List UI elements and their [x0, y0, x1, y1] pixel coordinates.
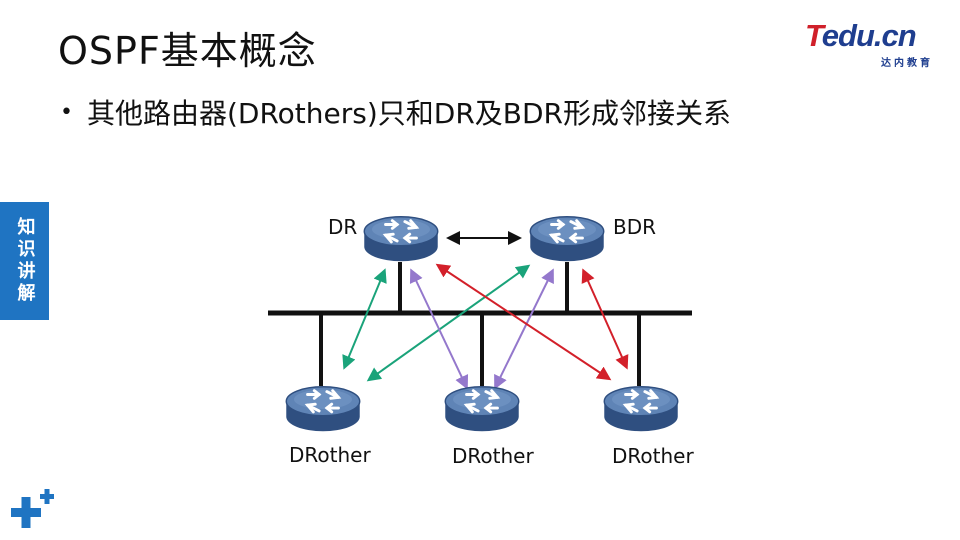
label-dr: DR	[328, 215, 357, 239]
side-tab-label: 知识讲解	[14, 217, 36, 305]
router-dr	[362, 215, 440, 263]
bullet-dot-icon: •	[60, 99, 73, 125]
slide-title: OSPF基本概念	[58, 29, 317, 73]
router-icon	[284, 385, 362, 433]
adjacency-bdr-drother1	[366, 264, 531, 382]
logo-subtitle: 达内教育	[881, 58, 933, 69]
adjacency-dr-drother1	[342, 268, 387, 370]
logo-brand: Tedu.cn	[805, 18, 917, 53]
side-tab: 知识讲解	[0, 202, 49, 320]
router-icon	[528, 215, 606, 263]
router-icon	[443, 385, 521, 433]
label-drother-3: DRother	[612, 444, 694, 468]
adjacency-bdr-drother2	[494, 268, 554, 390]
router-drother-3	[602, 385, 680, 433]
tedu-logo: Tedu.cn 达内教育	[805, 18, 935, 69]
router-drother-2	[443, 385, 521, 433]
adjacency-dr-drother2	[409, 268, 469, 390]
router-drother-1	[284, 385, 362, 433]
adjacency-bdr-drother3	[581, 268, 629, 370]
label-drother-1: DRother	[289, 443, 371, 467]
adjacency-dr-drother3	[435, 263, 612, 381]
bullet-point: • 其他路由器(DRothers)只和DR及BDR形成邻接关系	[60, 92, 731, 132]
router-icon	[602, 385, 680, 433]
router-bdr	[528, 215, 606, 263]
label-drother-2: DRother	[452, 444, 534, 468]
router-icon	[362, 215, 440, 263]
plus-decoration-icon	[11, 489, 54, 528]
bullet-text: 其他路由器(DRothers)只和DR及BDR形成邻接关系	[86, 97, 732, 130]
label-bdr: BDR	[613, 215, 656, 239]
